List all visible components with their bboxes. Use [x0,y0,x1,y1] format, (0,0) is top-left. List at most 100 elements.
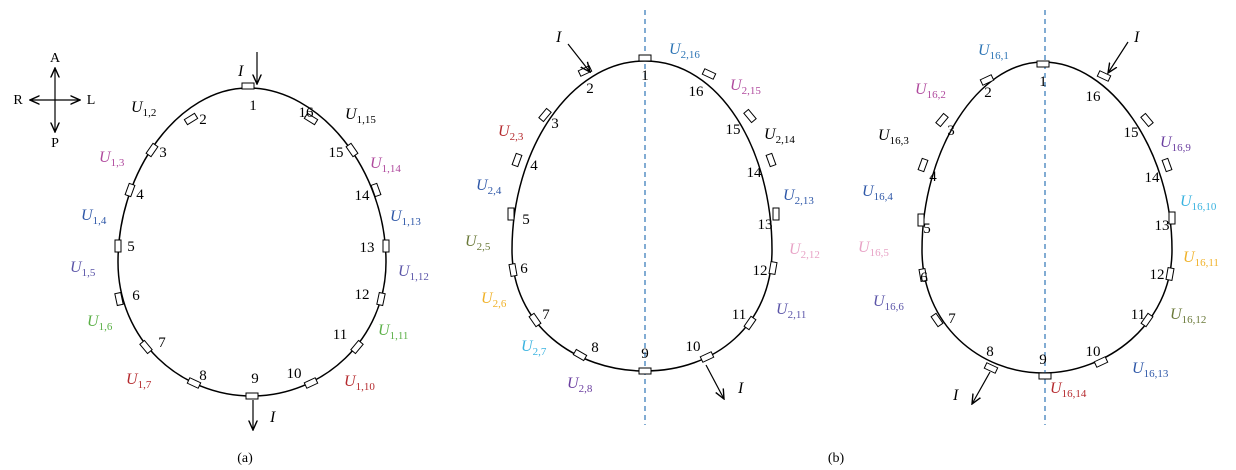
electrode-number: 12 [355,287,370,303]
voltage-label: U2,7 [521,338,547,358]
voltage-label: U2,3 [498,123,524,143]
head-outline-b-right [921,61,1173,374]
electrode-number: 12 [753,263,768,279]
electrode-pad [983,362,999,374]
electrode-number: 7 [158,335,166,351]
electrode-pad [303,112,319,126]
voltage-label: U16,14 [1050,380,1087,400]
electrode-pad [699,351,715,363]
electrode-number: 8 [199,368,207,384]
voltage-label: U1,4 [81,207,107,227]
electrode-pad [1165,266,1175,282]
electrode-pad [370,182,382,198]
current-drain-a: I [253,400,276,430]
panel-caption-a: (a) [237,451,253,466]
current-drain-b-left: I [705,364,744,399]
electrode-pad [508,262,518,278]
current-in-arrow-b-right [1108,41,1129,73]
electrode-number: 11 [333,327,347,343]
electrode-pad [979,74,995,86]
voltage-label: U1,10 [344,373,375,393]
electrode-pad [765,152,777,168]
electrode-number: 14 [747,165,763,181]
voltage-label: U1,12 [398,263,429,283]
electrode-pad [638,367,652,375]
voltage-label: U2,11 [776,301,806,321]
electrode-number: 2 [984,85,992,101]
electrode-pad [1161,157,1173,173]
electrode-number: 5 [522,212,530,228]
electrode-number: 14 [355,188,371,204]
electrode-pad [139,339,153,355]
current-out-arrow-b-right [972,371,991,404]
electrode-pad [917,213,925,227]
electrode-number: 9 [251,371,259,387]
electrode-number: 16 [299,105,315,121]
electrode-number: 8 [986,344,994,360]
voltage-label: U16,2 [915,81,946,101]
electrode-pad [1093,356,1109,368]
electrode-number: 16 [1086,89,1102,105]
current-out-label-a: I [269,409,276,426]
voltage-label-group-b-left: U2,16U2,15U2,14U2,13U2,12U2,11U2,3U2,4U2… [465,41,820,395]
electrode-pad [917,157,929,173]
electrode-pad [772,207,780,221]
electrode-pad [743,108,757,124]
electrode-number: 3 [159,145,167,161]
current-in-label-b-right: I [1133,29,1140,46]
electrode-pad [382,239,390,253]
voltage-label: U1,14 [370,155,401,175]
electrode-number: 6 [132,288,140,304]
voltage-label-group-b-right: U16,1U16,2U16,3U16,4U16,5U16,6U16,14U16,… [858,42,1219,400]
electrode-number: 6 [920,270,928,286]
voltage-label: U1,2 [131,99,156,119]
voltage-label: U1,15 [345,106,376,126]
electrode-number: 12 [1150,267,1165,283]
electrode-number: 10 [686,339,701,355]
electrode-pad [743,315,757,331]
current-inject-a: I [237,52,257,84]
electrode-number: 13 [360,240,375,256]
electrode-pad [935,112,949,128]
electrode-group-a [114,82,390,400]
voltage-label: U16,3 [878,127,909,147]
electrode-pad [572,348,588,362]
voltage-label: U16,12 [1170,306,1206,326]
voltage-label: U16,1 [978,42,1009,62]
current-in-label-b-left: I [555,29,562,46]
electrode-pad [1038,372,1052,380]
electrode-number: 15 [726,122,741,138]
right-label: R [13,93,23,108]
current-out-label-b-left: I [737,380,744,397]
voltage-label: U2,15 [730,77,761,97]
electrode-pad [768,260,778,276]
voltage-label: U16,5 [858,239,889,259]
electrode-number: 4 [530,158,538,174]
electrode-pad [930,312,944,328]
electrode-number: 1 [249,98,257,114]
electrode-number: 11 [1131,307,1145,323]
electrode-number: 4 [136,187,144,203]
voltage-label: U1,13 [390,208,421,228]
voltage-label: U1,5 [70,259,96,279]
voltage-label: U1,7 [126,371,152,391]
voltage-label: U1,6 [87,313,113,333]
current-out-label-b-right: I [952,387,959,404]
electrode-number: 15 [1124,125,1139,141]
voltage-label: U16,13 [1132,360,1169,380]
electrode-pad [303,377,319,389]
current-in-label-a: I [237,63,244,80]
current-in-arrow-b-left [567,43,590,72]
electrode-number: 13 [758,217,773,233]
electrode-number: 14 [1145,170,1161,186]
electrode-number: 1 [641,68,649,84]
electrode-pad [507,207,515,221]
voltage-label: U16,9 [1160,134,1191,154]
voltage-label: U16,10 [1180,193,1217,213]
electrode-number: 13 [1155,218,1170,234]
electrode-pad [345,142,359,158]
electrode-number: 10 [287,366,302,382]
